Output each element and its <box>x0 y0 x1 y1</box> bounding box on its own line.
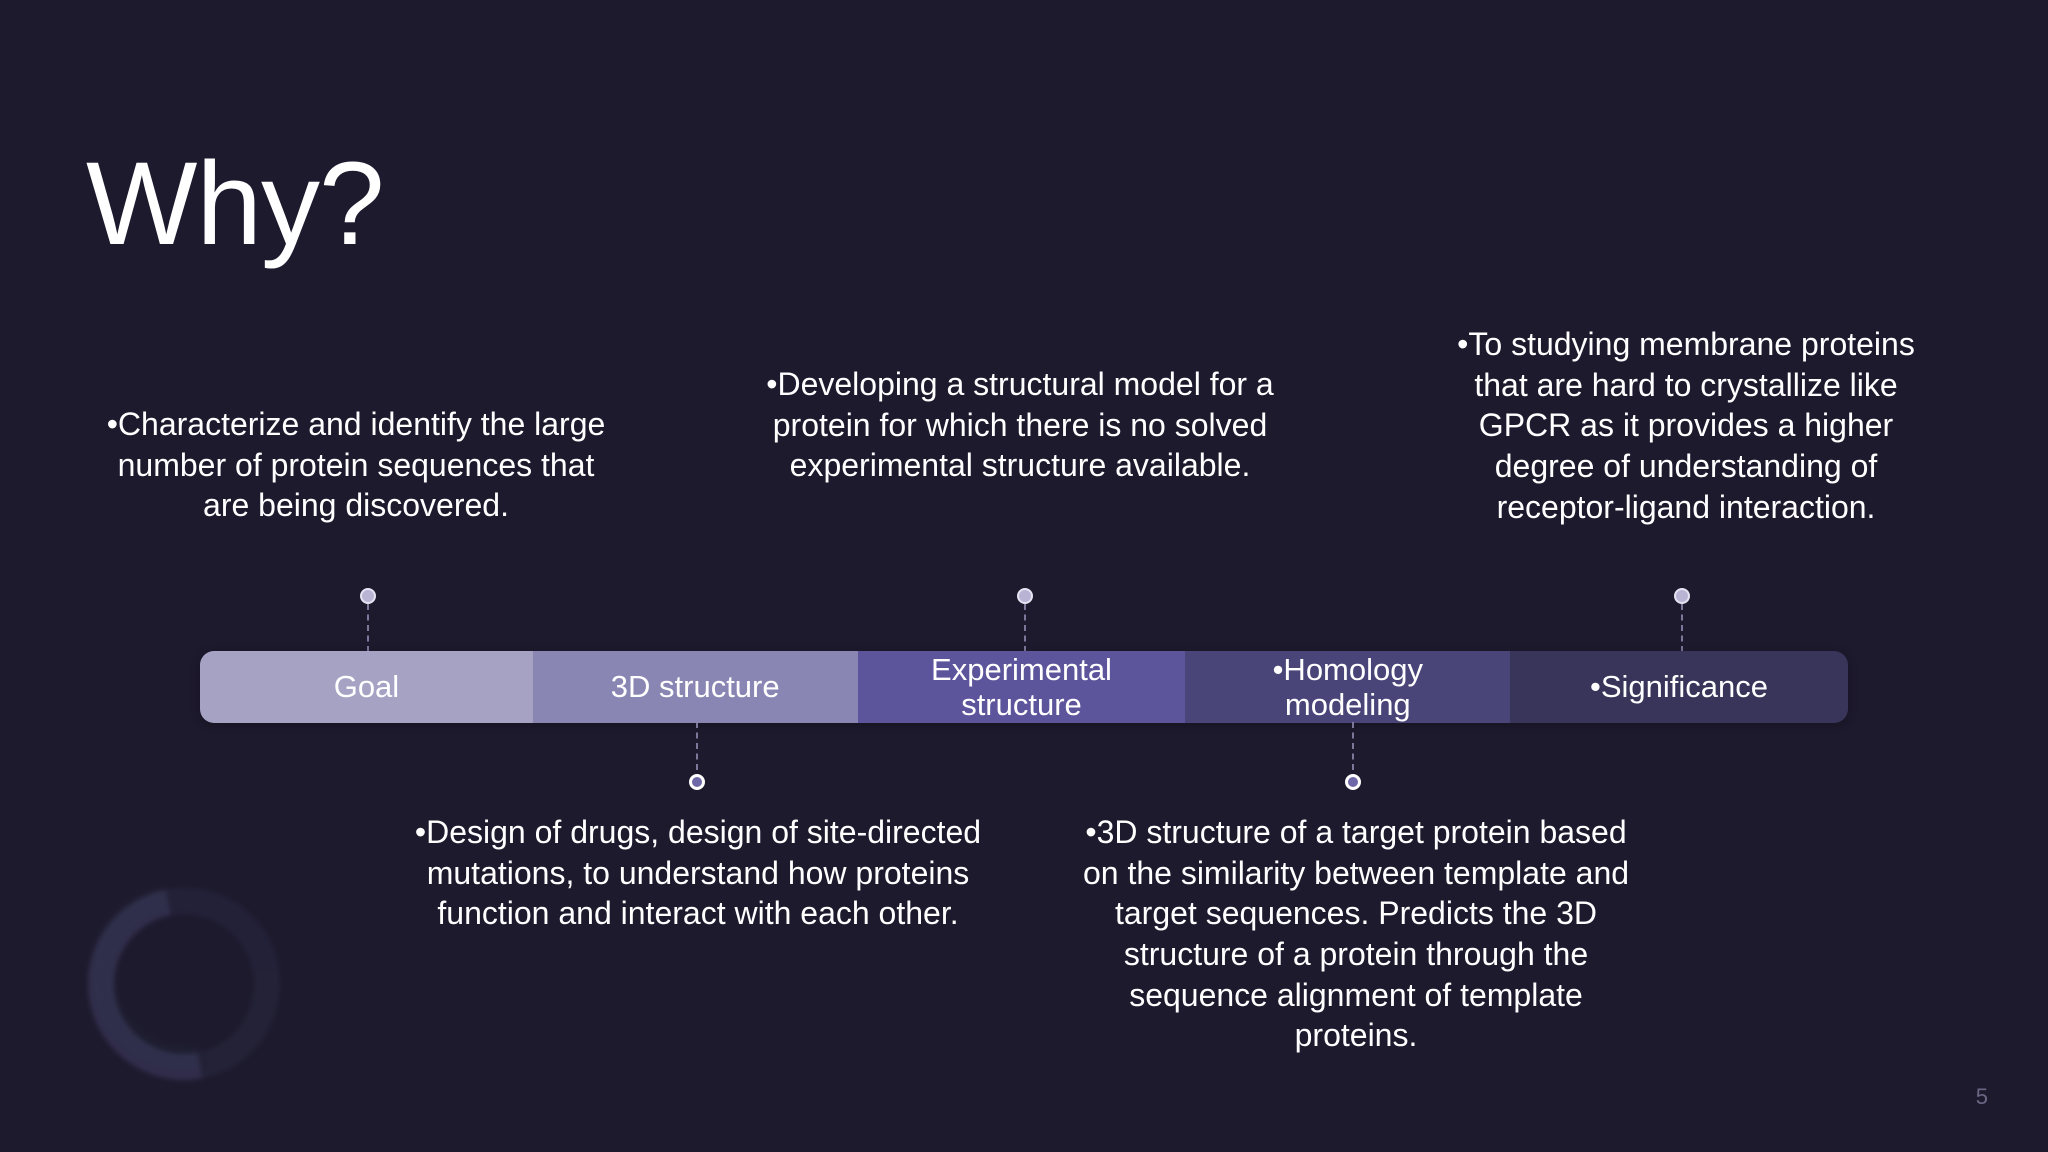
timeline-segment-significance[interactable]: •Significance <box>1510 651 1848 723</box>
callout-3d-structure: •Design of drugs, design of site-directe… <box>408 812 988 934</box>
connector-dot-significance <box>1674 588 1690 604</box>
connector-stem-significance <box>1681 604 1683 652</box>
connector-dot-goal <box>360 588 376 604</box>
callout-significance-text: •To studying membrane proteins that are … <box>1457 326 1915 525</box>
connector-dot-3d-structure <box>689 774 705 790</box>
callout-significance: •To studying membrane proteins that are … <box>1446 324 1926 527</box>
page-title: Why? <box>86 138 385 271</box>
timeline-segment-goal[interactable]: Goal <box>200 651 533 723</box>
callout-homology: •3D structure of a target protein based … <box>1066 812 1646 1056</box>
callout-homology-text: •3D structure of a target protein based … <box>1082 814 1630 1054</box>
connector-dot-experimental <box>1017 588 1033 604</box>
connector-stem-experimental <box>1024 604 1026 652</box>
connector-dot-homology <box>1345 774 1361 790</box>
callout-experimental-text: •Developing a structural model for a pro… <box>766 366 1274 484</box>
callout-goal: •Characterize and identify the large num… <box>96 404 616 526</box>
callout-experimental: •Developing a structural model for a pro… <box>740 364 1300 486</box>
timeline-segment-3d-structure[interactable]: 3D structure <box>532 651 858 723</box>
connector-stem-goal <box>367 604 369 652</box>
callout-goal-text: •Characterize and identify the large num… <box>106 406 606 524</box>
timeline-segment-goal-label: Goal <box>333 669 400 705</box>
connector-stem-3d-structure <box>696 722 698 770</box>
timeline-segment-significance-label: •Significance <box>1590 669 1769 705</box>
connector-stem-homology <box>1352 722 1354 770</box>
decorative-crescent-shape <box>50 850 318 1118</box>
callout-3d-structure-text: •Design of drugs, design of site-directe… <box>414 814 982 932</box>
timeline-segment-3d-structure-label: 3D structure <box>610 669 780 705</box>
page-number: 5 <box>1975 1084 1988 1109</box>
